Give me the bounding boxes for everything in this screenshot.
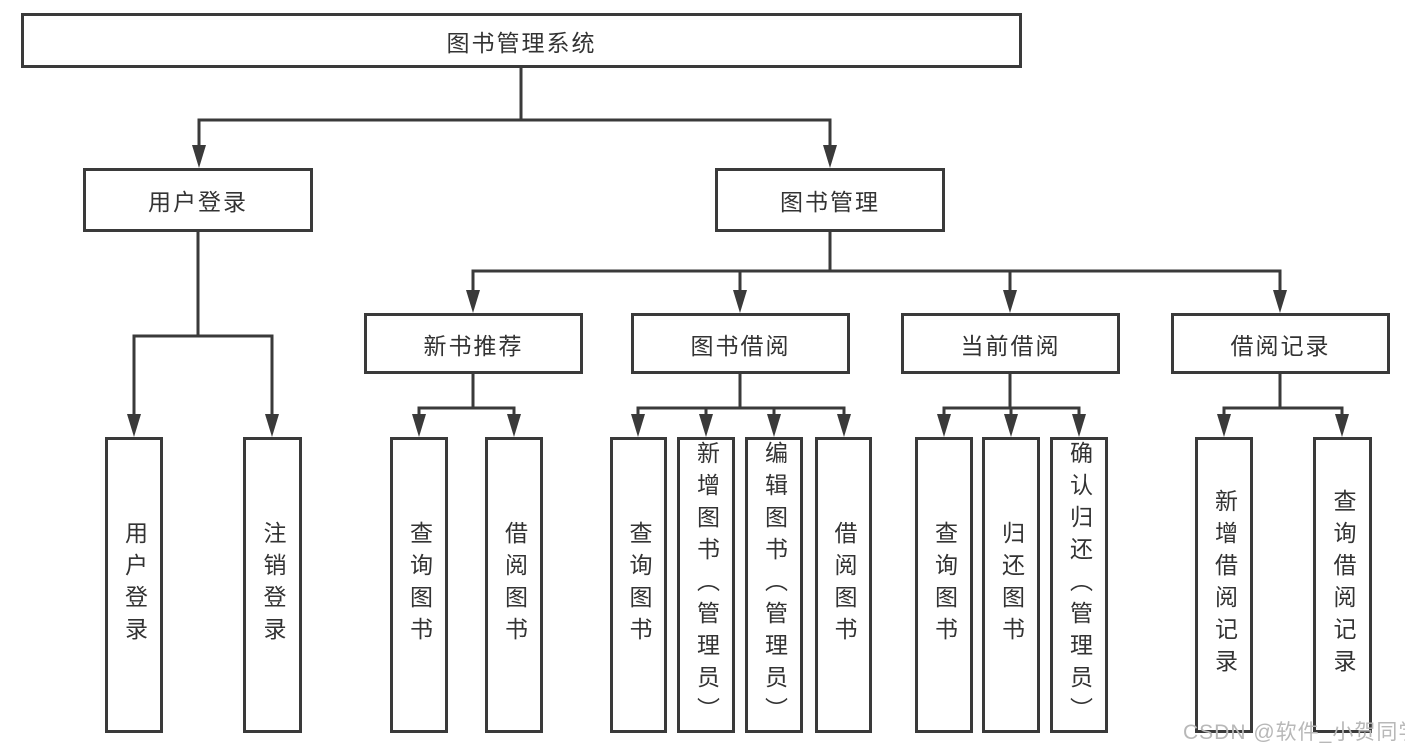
leaf-borrow-books-recommend: 借阅图书 [485, 437, 543, 733]
connector-new-rec [417, 374, 516, 414]
arrow-down-icon [412, 414, 426, 437]
leaf-add-borrow-record: 新增借阅记录 [1195, 437, 1253, 733]
arrow-down-icon [823, 145, 837, 168]
node-book-management: 图书管理 [715, 168, 945, 232]
leaf-logout: 注销登录 [243, 437, 302, 733]
node-book-borrowing: 图书借阅 [631, 313, 850, 374]
arrow-down-icon [699, 414, 713, 437]
connector-arrowheads [127, 145, 1349, 437]
leaf-return-books: 归还图书 [982, 437, 1040, 733]
leaf-user-login: 用户登录 [105, 437, 163, 733]
arrow-down-icon [1072, 414, 1086, 437]
arrow-down-icon [937, 414, 951, 437]
arrow-down-icon [837, 414, 851, 437]
leaf-query-books-current: 查询图书 [915, 437, 973, 733]
connector-book-mgmt [471, 232, 1282, 291]
leaf-query-borrow-record: 查询借阅记录 [1313, 437, 1372, 733]
arrow-down-icon [507, 414, 521, 437]
leaf-edit-books-admin: 编辑图书（管理员） [745, 437, 803, 733]
node-library-management-system: 图书管理系统 [21, 13, 1022, 68]
arrow-down-icon [1273, 290, 1287, 313]
arrow-down-icon [192, 145, 206, 168]
connector-root [197, 68, 832, 146]
arrow-down-icon [127, 414, 141, 437]
connector-lines [132, 68, 1344, 416]
arrow-down-icon [631, 414, 645, 437]
csdn-watermark: CSDN @软件_小贺同学 [1183, 721, 1405, 744]
node-borrowing-records: 借阅记录 [1171, 313, 1390, 374]
leaf-query-books-borrowing: 查询图书 [610, 437, 667, 733]
arrow-down-icon [1335, 414, 1349, 437]
connector-user-login [132, 232, 274, 416]
arrow-down-icon [1217, 414, 1231, 437]
arrow-down-icon [1003, 290, 1017, 313]
leaf-borrow-books-borrowing: 借阅图书 [815, 437, 872, 733]
connector-cur-borrow [942, 374, 1081, 414]
connector-borrow-rec [1222, 374, 1344, 414]
leaf-confirm-return-admin: 确认归还（管理员） [1050, 437, 1108, 733]
arrow-down-icon [265, 414, 279, 437]
node-new-book-recommendation: 新书推荐 [364, 313, 583, 374]
leaf-add-books-admin: 新增图书（管理员） [677, 437, 735, 733]
arrow-down-icon [1004, 414, 1018, 437]
arrow-down-icon [466, 290, 480, 313]
leaf-query-books-recommend: 查询图书 [390, 437, 448, 733]
node-user-login: 用户登录 [83, 168, 313, 232]
arrow-down-icon [733, 290, 747, 313]
node-current-borrowing: 当前借阅 [901, 313, 1120, 374]
arrow-down-icon [767, 414, 781, 437]
connector-book-borrow [636, 374, 846, 414]
